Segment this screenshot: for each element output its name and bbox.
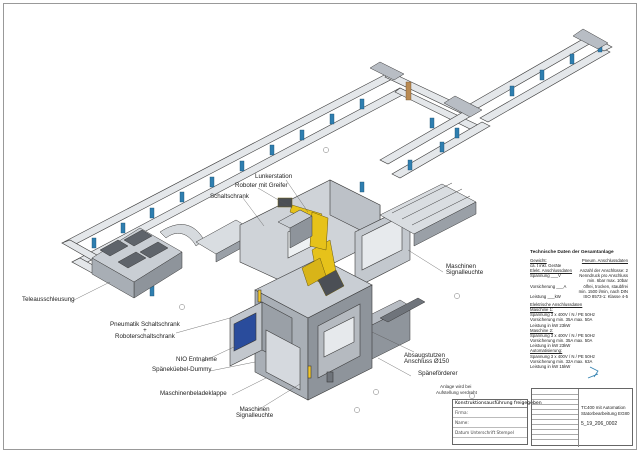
spec-m1-vs: Vorsicherung min. 35A max. 50A	[530, 317, 593, 323]
spec-pneum: Pneum. Anschlussdaten	[581, 257, 628, 263]
spec-maschine2: Maschine 2:	[530, 327, 554, 333]
spec-iso: ISO 8573-1: Klasse 4-5	[583, 293, 628, 299]
label-schaltschrank: Schaltschrank	[210, 193, 249, 200]
spec-m1-sp: Spannung 3 x 400V / N / PE 50Hz	[530, 312, 595, 318]
technical-data-block: Technische Daten der Gesamtanlage Gewich…	[530, 250, 628, 369]
spaenefoerderer-conveyor	[379, 182, 477, 247]
spec-nenndruck-val: min. 6bar max. 10bar	[587, 278, 628, 284]
spec-title: Technische Daten der Gesamtanlage	[530, 250, 614, 255]
label-teleausschleusung: Teleausschleusung	[22, 296, 75, 303]
spec-automation: Automatisierung:	[530, 348, 563, 354]
label-absaugstutzen: Absaugstutzen Anschluss Ø150	[404, 352, 450, 366]
label-roboter-mit-greifer: Roboter mit Greifer	[235, 182, 288, 189]
spec-leistung: Leistung ___kW	[530, 293, 561, 299]
spec-elekt: Elekt. Anschlussdaten	[530, 268, 573, 274]
label-maschinen-signalleuchte-bottom: Maschinen Signalleuchte	[236, 406, 274, 420]
lunkerstation	[277, 209, 313, 249]
spec-anzahl: Anzahl der Anschlüsse: 2	[579, 268, 628, 274]
label-maschinenbeladeklappe: Maschinenbeladeklappe	[160, 390, 227, 397]
approval-firma: Firma:	[453, 408, 527, 418]
spec-spannung: Spannung ___V	[530, 273, 561, 279]
label-spaenekuebel-dummy: Späneküebel-Dummy	[152, 366, 212, 373]
spec-a-vs: Vorsicherung min. 32A max. 63A	[530, 358, 593, 364]
label-lunkerstation: Lunkerstation	[255, 173, 293, 180]
robot	[277, 197, 345, 297]
title-line2: Statorbearbeitung EG80	[581, 411, 630, 416]
spec-a-lk: Leistung in kW 15kW	[530, 363, 571, 369]
spec-ol: ölfrei, trocken, staubfrei	[583, 283, 628, 289]
title-line1: TC400 mit Automation	[581, 405, 626, 410]
spec-nenndruck: Nenndruck pro Anschluss	[579, 273, 628, 279]
approval-box: Konstruktionsausführung freigegeben Firm…	[452, 399, 542, 445]
approval-datum: Datum Unterschrift Stempel	[453, 428, 527, 438]
outfeed-station	[91, 224, 205, 299]
machine-tool	[229, 257, 373, 401]
label-pneumatik-schaltschrank: Pneumatik Schaltschrank + Roboterschalts…	[110, 321, 180, 341]
spec-a-sp: Spannung 3 x 400V / N / PE 50Hz	[530, 353, 595, 359]
approval-header: Konstruktionsausführung freigegeben	[453, 401, 542, 408]
spec-m2-vs: Vorsicherung min. 35A max. 50A	[530, 338, 593, 344]
drawing-number: 5_19_206_0002	[581, 421, 618, 427]
label-nio-entnahme: NIO Entnahme	[176, 356, 217, 363]
spec-ol2: min. 1500 l/min, nach DIN	[578, 288, 628, 294]
position-balloons	[179, 147, 475, 413]
spec-m2-sp: Spannung 3 x 400V / N / PE 50Hz	[530, 332, 595, 338]
note-anlage-line2: Aufstellung verdreht	[436, 390, 477, 395]
revision-grid	[532, 389, 579, 447]
label-spaenefoerderer: Späneförderer	[418, 370, 458, 377]
leader-lines	[69, 179, 444, 411]
spec-vorsicherung: Vorsicherung ___A	[530, 283, 567, 289]
label-maschinen-signalleuchte-top: Maschinen Signalleuchte	[446, 263, 484, 277]
title-block: TC400 mit Automation Statorbearbeitung E…	[531, 388, 633, 447]
rail-switches	[369, 28, 609, 118]
orientation-arrow	[587, 366, 599, 379]
spec-m2-lk: Leistung in kW 23kW	[530, 343, 571, 349]
spec-m1-lk: Leistung in kW 23kW	[530, 322, 571, 328]
spec-gewicht: Gewicht:	[530, 257, 547, 263]
spec-elekt2: Elektrische Anschlussdaten	[530, 302, 583, 307]
spec-maschine1: Maschine 1:	[530, 307, 554, 313]
hanging-gripper	[405, 81, 412, 101]
spec-gewicht-val: ca. t inkl. Geräte	[530, 262, 562, 268]
approval-name: Name:	[453, 418, 527, 428]
note-anlage-line1: Anlage wird bei	[440, 384, 472, 389]
